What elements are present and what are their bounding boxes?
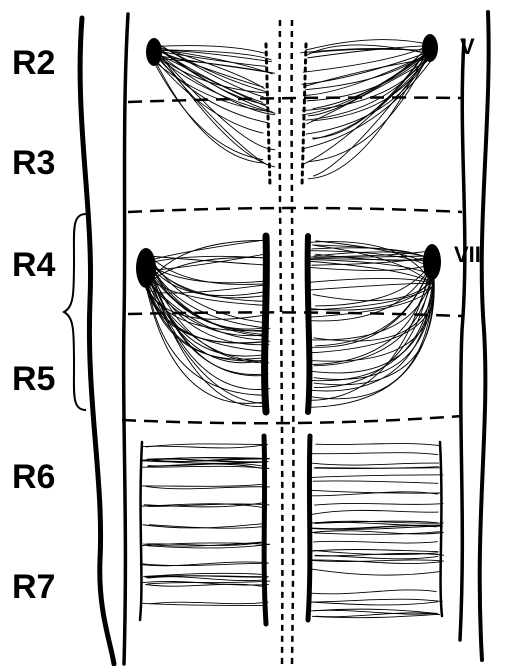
floor-plate-midline bbox=[280, 20, 294, 664]
label-r3: R3 bbox=[12, 146, 55, 180]
label-nerve-vii: VII bbox=[454, 244, 481, 266]
label-nerve-v: V bbox=[460, 36, 475, 58]
label-r2: R2 bbox=[12, 46, 55, 80]
label-r4: R4 bbox=[12, 248, 55, 282]
label-r6: R6 bbox=[12, 460, 55, 494]
label-r7: R7 bbox=[12, 570, 55, 604]
label-r5: R5 bbox=[12, 362, 55, 396]
